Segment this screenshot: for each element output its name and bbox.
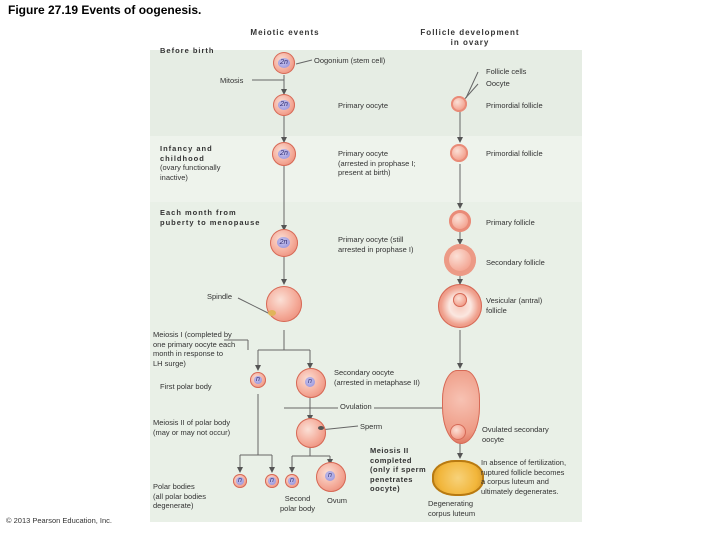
header-follicle-line2: in ovary [450, 38, 490, 47]
label-meiosis-2-polar: Meiosis II of polar body (may or may not… [153, 418, 231, 437]
band-before-birth [150, 50, 582, 136]
vesicular-follicle-oocyte [453, 293, 467, 307]
label-ovulated-oocyte: Ovulated secondary oocyte [482, 425, 549, 444]
spindle-oocyte-cell [266, 286, 302, 322]
label-follicle-cells: Follicle cells [486, 67, 527, 76]
header-follicle-line1: Follicle development [420, 28, 520, 37]
label-ovum: Ovum [327, 496, 348, 505]
band-monthly [150, 202, 582, 522]
header-follicle-development: Follicle development in ovary [405, 28, 535, 48]
band-infancy [150, 136, 582, 202]
primary-oocyte-still-nucleus: 2n [277, 237, 290, 248]
secondary-follicle [444, 244, 476, 276]
primary-oocyte-nucleus: 2n [278, 100, 290, 110]
label-meiosis-1: Meiosis I (completed by one primary oocy… [153, 330, 236, 368]
sperm-oocyte-cell [296, 418, 326, 448]
label-oocyte: Oocyte [486, 79, 510, 88]
stage-before-birth: Before birth [160, 46, 215, 55]
spindle-icon [268, 310, 276, 316]
header-meiotic-events: Meiotic events [250, 28, 320, 37]
label-ovulation: Ovulation [338, 402, 374, 412]
primary-follicle [449, 210, 471, 232]
label-meiosis-2-completed: Meiosis II completed (only if sperm pene… [370, 446, 427, 493]
label-primary-follicle: Primary follicle [486, 218, 535, 227]
label-polar-bodies: Polar bodies (all polar bodies degenerat… [153, 482, 206, 510]
ovulated-oocyte [450, 424, 466, 440]
figure-title: Figure 27.19 Events of oogenesis. [8, 3, 202, 17]
second-polar-body-nucleus: n [288, 477, 296, 485]
label-secondary-follicle: Secondary follicle [486, 258, 545, 267]
secondary-oocyte-nucleus: n [305, 377, 315, 387]
copyright-notice: © 2013 Pearson Education, Inc. [6, 516, 113, 525]
arrested-oocyte-nucleus: 2n [278, 149, 290, 159]
label-primary-oocyte-still: Primary oocyte (still arrested in propha… [338, 235, 414, 254]
polar-body-2-nucleus: n [268, 477, 276, 485]
label-degenerating-corpus-luteum: Degenerating corpus luteum [428, 499, 476, 518]
label-oogonium: Oogonium (stem cell) [314, 56, 386, 65]
label-spindle: Spindle [207, 292, 233, 301]
oogonium-nucleus: 2n [278, 58, 290, 68]
sperm-icon [318, 426, 324, 430]
label-vesicular-follicle: Vesicular (antral) follicle [486, 296, 543, 315]
corpus-luteum [432, 460, 484, 496]
label-secondary-oocyte: Secondary oocyte (arrested in metaphase … [334, 368, 420, 387]
first-polar-body-nucleus: n [254, 376, 262, 384]
ovum-nucleus: n [325, 471, 335, 481]
primordial-follicle-1 [451, 96, 467, 112]
label-primary-oocyte: Primary oocyte [338, 101, 389, 110]
label-primordial-follicle-2: Primordial follicle [486, 149, 543, 158]
label-first-polar-body: First polar body [160, 382, 212, 391]
label-absence-fertilization: In absence of fertilization, ruptured fo… [481, 458, 567, 496]
label-sperm: Sperm [360, 422, 383, 431]
primordial-follicle-2 [450, 144, 468, 162]
label-primary-oocyte-arrested: Primary oocyte (arrested in prophase I; … [338, 149, 416, 177]
label-mitosis: Mitosis [220, 76, 244, 85]
polar-body-1-nucleus: n [236, 477, 244, 485]
label-primordial-follicle: Primordial follicle [486, 101, 543, 110]
label-second-polar-body: Second polar body [280, 494, 316, 513]
